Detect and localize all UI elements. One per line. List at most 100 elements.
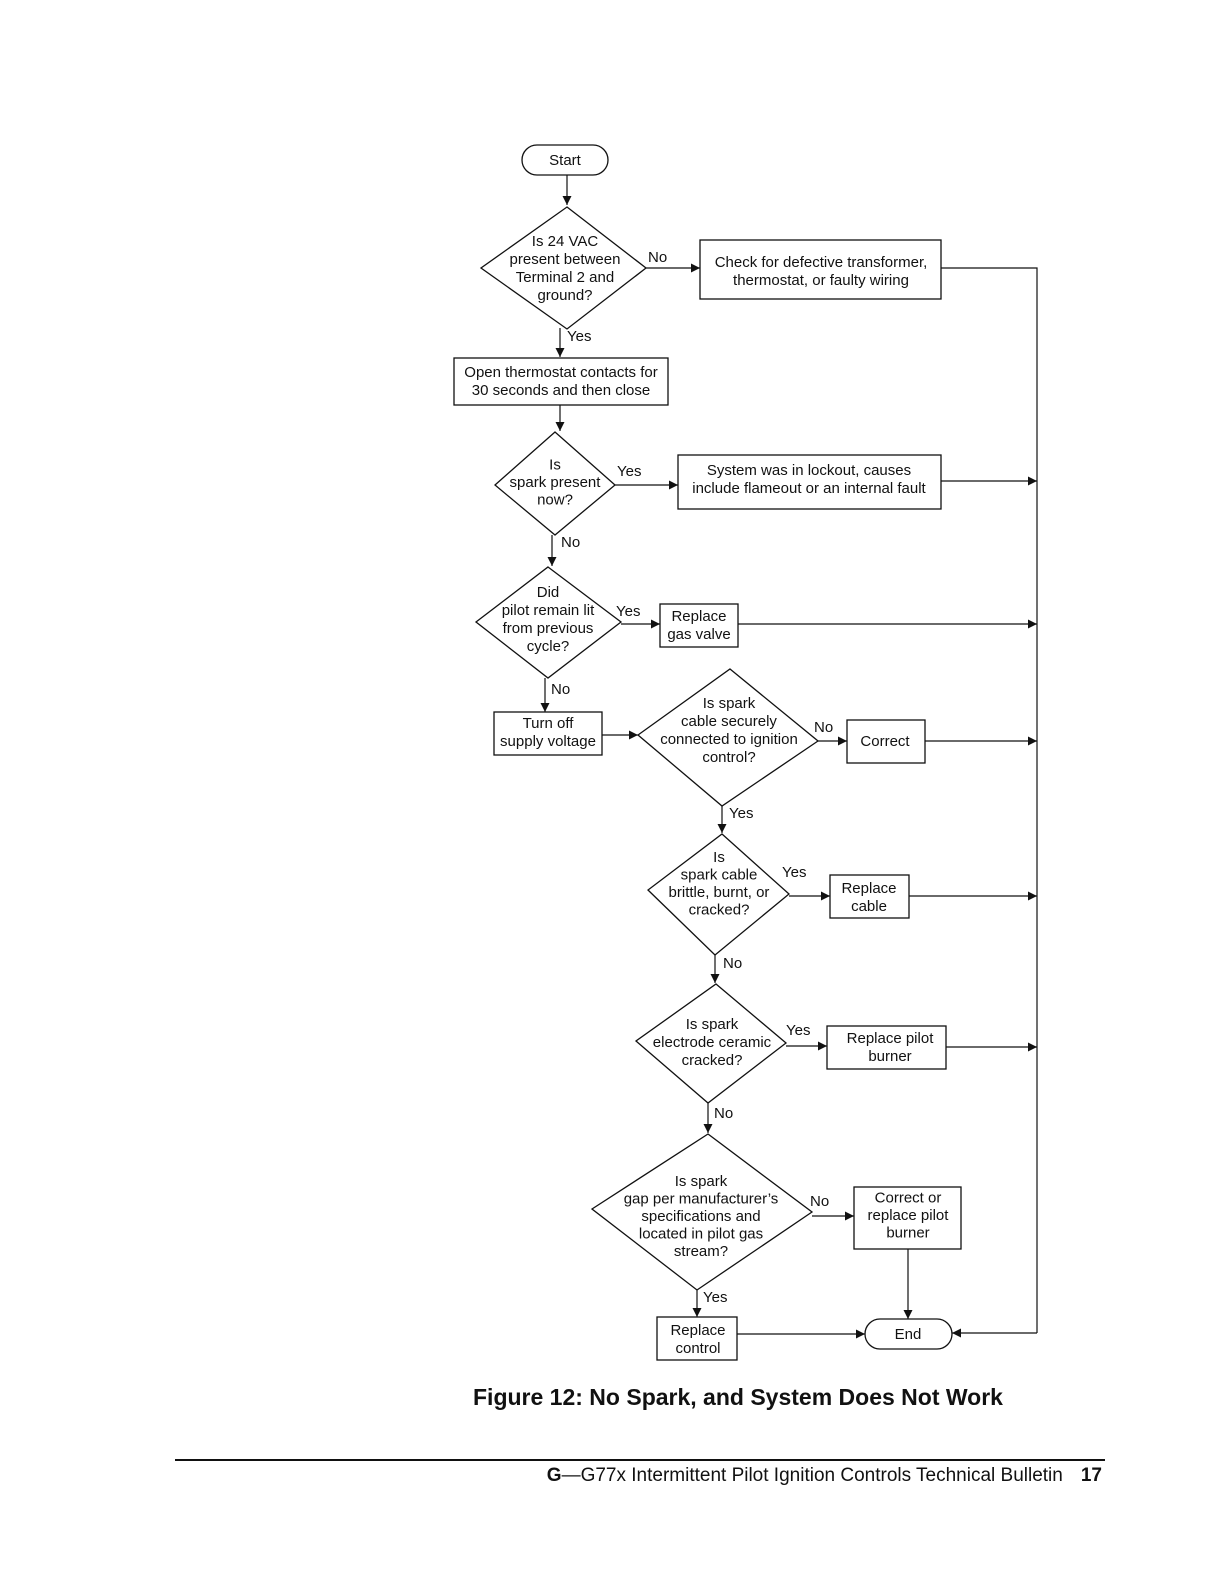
node-label-line: Open thermostat contacts for [464,364,657,381]
node-label-start: Start [549,152,582,169]
label-q2-yes: Yes [617,463,641,480]
page-footer: G—G77x Intermittent Pilot Ignition Contr… [547,1465,1102,1487]
label-q7-no: No [810,1193,829,1210]
node-label-line: Is 24 VAC [532,233,599,250]
footer-brand: G [546,1465,562,1486]
node-label-end: End [895,1326,922,1343]
label-q3-yes: Yes [616,603,640,620]
node-label-line: spark cable [681,866,758,883]
edge-labels: No Yes Yes No Yes No No Yes Yes No Yes N… [551,249,833,1306]
node-label-line: ground? [537,287,592,304]
node-label-line: cracked? [689,901,750,918]
node-label-line: stream? [674,1243,728,1260]
footer-rule [175,1459,1105,1461]
node-label-line: from previous [503,620,594,637]
node-label-line: cracked? [682,1052,743,1069]
node-label-line: gas valve [667,626,730,643]
node-label-line: Is spark [703,695,756,712]
node-label-line: System was in lockout, causes [707,462,911,479]
node-label-line: control? [702,749,755,766]
node-label-line: 30 seconds and then close [472,382,650,399]
node-label-line: located in pilot gas [639,1226,763,1243]
node-label-line: Is spark [675,1173,728,1190]
node-label-line: Correct [860,733,910,750]
node-label-correct: Correct [860,733,910,750]
node-label-line: replace pilot [868,1207,950,1224]
node-label-line: Terminal 2 and [516,269,614,286]
node-label-line: gap per manufacturer’s [624,1191,779,1208]
connectors [540,175,1038,1339]
page-number: 17 [1080,1465,1102,1486]
node-label-line: cable [851,898,887,915]
node-label-line: electrode ceramic [653,1034,772,1051]
node-label-line: Replace [670,1322,725,1339]
node-label-line: brittle, burnt, or [669,884,770,901]
label-q4-yes: Yes [729,805,753,822]
node-label-line: Correct or [875,1190,942,1207]
node-label-line: burner [886,1225,929,1242]
node-label-line: burner [868,1048,911,1065]
node-label-line: Check for defective transformer, [715,254,928,271]
node-label-line: control [675,1340,720,1357]
node-label-line: Replace [841,880,896,897]
node-label-line: now? [537,492,573,509]
node-label-line: Replace pilot [847,1030,935,1047]
node-label-line: cable securely [681,713,777,730]
node-label-line: Is [549,457,561,474]
node-label-line: supply voltage [500,733,596,750]
label-q6-yes: Yes [786,1022,810,1039]
figure-caption: Figure 12: No Spark, and System Does Not… [473,1384,1003,1410]
label-q5-yes: Yes [782,864,806,881]
edge-check-to-bus [941,267,1038,1333]
label-q7-yes: Yes [703,1289,727,1306]
node-correct: Correct [846,719,926,764]
label-q3-no: No [551,681,570,698]
node-label-line: present between [510,251,621,268]
node-label-line: pilot remain lit [502,602,595,619]
node-label-line: Turn off [523,715,575,732]
node-label-line: spark present [510,474,602,491]
node-label-line: Is spark [686,1016,739,1033]
node-end: End [864,1318,953,1350]
node-check-transformer: Check for defective transformer,thermost… [699,239,942,300]
node-label-line: End [895,1326,922,1343]
node-label-line: Replace [671,608,726,625]
node-label-check-transformer: Check for defective transformer,thermost… [715,254,928,289]
node-label-line: connected to ignition [660,731,798,748]
node-label-line: cycle? [527,638,570,655]
label-q4-no: No [814,719,833,736]
node-label-line: Did [537,584,560,601]
node-start: Start [521,144,609,176]
node-label-line: specifications and [641,1208,760,1225]
node-label-line: Start [549,152,582,169]
